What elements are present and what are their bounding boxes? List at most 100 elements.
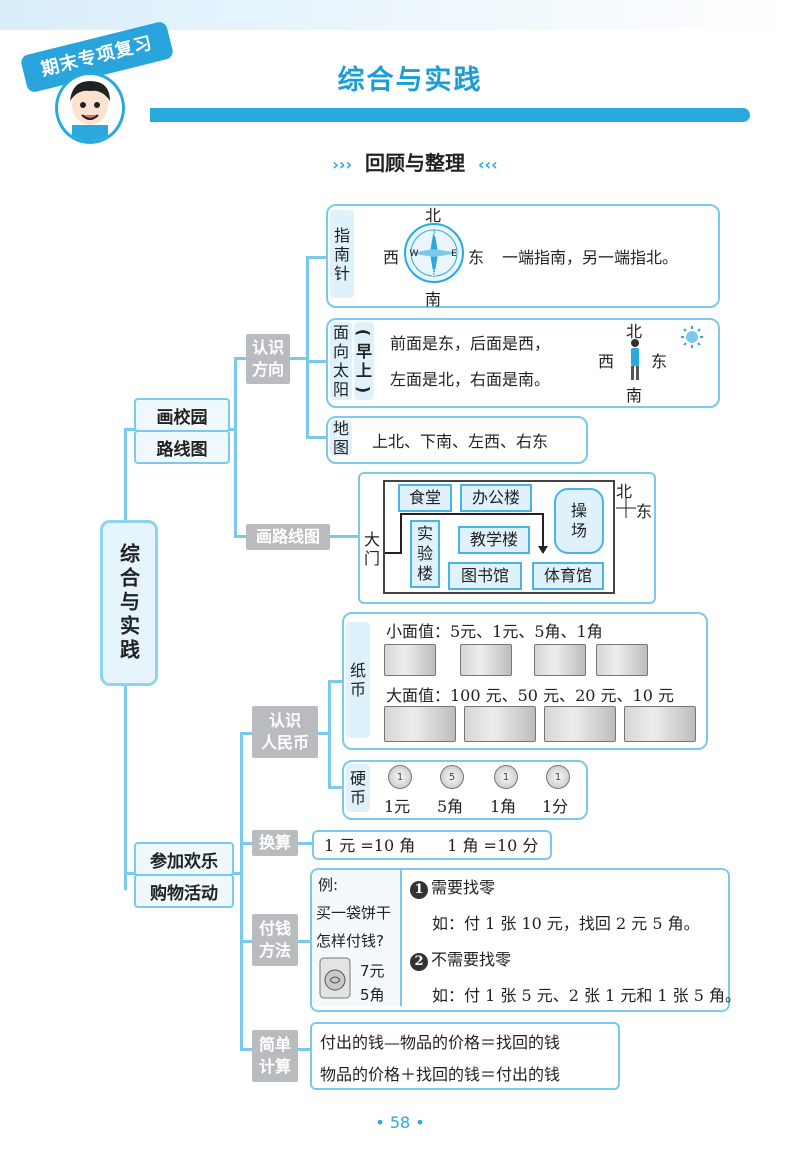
connector bbox=[318, 732, 330, 735]
connector bbox=[234, 535, 246, 538]
price-yuan: 7元 bbox=[360, 962, 385, 980]
place-canteen: 食堂 bbox=[398, 484, 452, 512]
tag-know-direction: 认识方向 bbox=[246, 334, 290, 384]
connector bbox=[240, 732, 243, 1050]
place-teaching: 教学楼 bbox=[458, 526, 530, 554]
root-topic: 综合与实践 bbox=[100, 520, 158, 686]
method-1-example: 如：付 1 张 10 元，找回 2 元 5 角。 bbox=[432, 914, 700, 933]
header-blue-band bbox=[0, 0, 800, 30]
connector bbox=[298, 940, 310, 943]
coin-1-yuan-label: 1元 bbox=[384, 797, 411, 816]
connector bbox=[298, 842, 312, 845]
example-title: 例: bbox=[318, 876, 339, 894]
cartoon-boy-avatar bbox=[55, 72, 125, 144]
connector bbox=[240, 940, 252, 943]
topic-route-map-line2: 路线图 bbox=[134, 430, 230, 464]
section-title: ››› 回顾与整理 ‹‹‹ bbox=[300, 147, 530, 176]
calc-line-2: 物品的价格＋找回的钱＝付出的钱 bbox=[320, 1065, 561, 1084]
facing-sun-label: 面向太阳 bbox=[330, 322, 352, 400]
connector bbox=[234, 357, 237, 537]
route-east: 东 bbox=[636, 502, 653, 521]
topic-route-map-line1: 画校园 bbox=[134, 398, 230, 432]
coin-1-fen-label: 1分 bbox=[542, 797, 569, 816]
morning-label: (早上) bbox=[354, 322, 374, 400]
section-title-text: 回顾与整理 bbox=[365, 151, 465, 175]
number-1-badge: 1 bbox=[410, 881, 428, 899]
connector bbox=[240, 1048, 252, 1051]
connector bbox=[306, 436, 326, 439]
banknote-5-yuan bbox=[384, 644, 436, 676]
exchange-text: 1 元 =10 角 1 角 =10 分 bbox=[324, 836, 539, 855]
svg-text:S: S bbox=[431, 269, 437, 279]
coin-1-jiao-icon: 1 bbox=[494, 765, 518, 789]
connector bbox=[330, 535, 358, 538]
compass-text: 一端指南，另一端指北。 bbox=[502, 248, 679, 267]
connector bbox=[328, 786, 342, 789]
tag-exchange: 换算 bbox=[252, 830, 298, 856]
calc-line-1: 付出的钱—物品的价格＝找回的钱 bbox=[320, 1033, 561, 1052]
facing-sun-line1: 前面是东，后面是西， bbox=[390, 334, 551, 353]
connector bbox=[306, 256, 309, 438]
connector bbox=[124, 428, 136, 431]
coin-1-yuan-icon: 1 bbox=[388, 765, 412, 789]
paper-money-label: 纸币 bbox=[346, 622, 370, 738]
map-text: 上北、下南、左西、右东 bbox=[372, 432, 549, 451]
compass-east: 东 bbox=[468, 248, 485, 267]
facing-sun-line2: 左面是北，右面是南。 bbox=[390, 370, 551, 389]
banknote-50-yuan bbox=[464, 706, 536, 742]
route-map-frame bbox=[383, 480, 615, 594]
sun-north: 北 bbox=[626, 322, 643, 341]
compass-panel bbox=[326, 204, 720, 308]
svg-text:W: W bbox=[410, 249, 419, 259]
connector bbox=[226, 428, 236, 431]
tag-know-rmb: 认识人民币 bbox=[252, 706, 318, 758]
connector bbox=[328, 680, 331, 788]
topic-shopping-line2: 购物活动 bbox=[134, 874, 234, 908]
example-question-1: 买一袋饼干 bbox=[316, 904, 392, 922]
price-jiao: 5角 bbox=[360, 986, 385, 1004]
coin-label: 硬币 bbox=[346, 764, 370, 812]
banknote-1-yuan bbox=[460, 644, 512, 676]
map-label: 地图 bbox=[330, 419, 352, 457]
tag-draw-route: 画路线图 bbox=[246, 524, 330, 550]
banknote-10-yuan bbox=[624, 706, 696, 742]
place-playground: 操 场 bbox=[554, 488, 604, 554]
number-2-badge: 2 bbox=[410, 953, 428, 971]
connector bbox=[328, 680, 342, 683]
coin-1-fen-icon: 1 bbox=[546, 765, 570, 789]
sun-east: 东 bbox=[651, 352, 668, 371]
compass-west: 西 bbox=[383, 248, 400, 267]
gate-label: 大 门 bbox=[364, 530, 381, 568]
banknote-100-yuan bbox=[384, 706, 456, 742]
place-library: 图书馆 bbox=[448, 562, 522, 590]
svg-text:N: N bbox=[431, 230, 438, 240]
place-gym: 体育馆 bbox=[532, 562, 604, 590]
header-bar bbox=[150, 108, 750, 122]
route-path bbox=[383, 508, 563, 558]
example-question-2: 怎样付钱? bbox=[316, 932, 384, 950]
child-figure-icon bbox=[628, 338, 642, 382]
connector bbox=[240, 842, 252, 845]
connector bbox=[234, 357, 246, 360]
banknote-20-yuan bbox=[544, 706, 616, 742]
chevron-right-icon: ››› bbox=[332, 155, 353, 174]
method-2-example: 如：付 1 张 5 元、2 张 1 元和 1 张 5 角。 bbox=[432, 986, 742, 1005]
page-number: • 58 • bbox=[375, 1113, 425, 1132]
tag-simple-calc: 简单计算 bbox=[252, 1030, 298, 1082]
facing-sun-panel bbox=[326, 318, 720, 408]
coin-5-jiao-icon: 5 bbox=[440, 765, 464, 789]
direction-cross-icon bbox=[616, 498, 636, 518]
route-north: 北 bbox=[616, 482, 633, 501]
map-panel bbox=[326, 416, 588, 464]
connector bbox=[306, 256, 326, 259]
place-lab: 实 验 楼 bbox=[410, 520, 440, 588]
connector bbox=[240, 732, 252, 735]
cookie-bag-icon bbox=[318, 956, 352, 1000]
connector bbox=[290, 357, 308, 360]
large-denomination-title: 大面值：100 元、50 元、20 元、10 元 bbox=[386, 686, 674, 705]
compass-icon: N S W E bbox=[403, 222, 465, 284]
page-title: 综合与实践 bbox=[337, 65, 483, 96]
topic-shopping-line1: 参加欢乐 bbox=[134, 842, 234, 876]
